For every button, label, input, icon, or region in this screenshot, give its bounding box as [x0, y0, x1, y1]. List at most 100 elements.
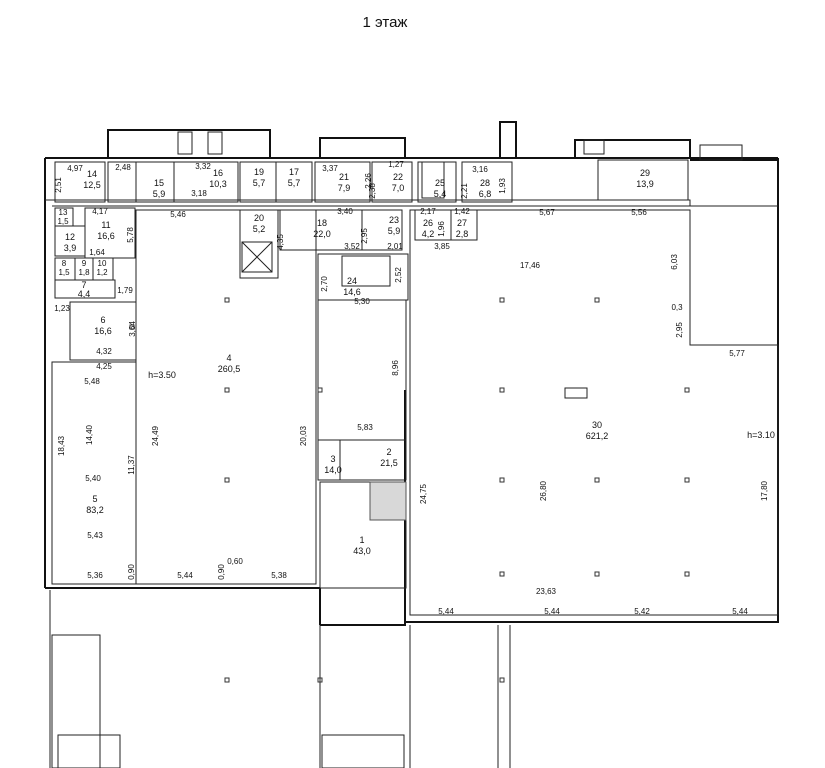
svg-text:6,8: 6,8	[479, 189, 492, 199]
svg-text:19: 19	[254, 167, 264, 177]
room-label-21: 217,9	[338, 172, 351, 193]
dimension-label: 3,40	[337, 207, 353, 216]
dimension-label: 1,93	[498, 178, 507, 194]
room-label-5: 583,2	[86, 494, 104, 515]
dimension-label: 5,67	[539, 208, 555, 217]
svg-text:5: 5	[92, 494, 97, 504]
svg-text:7: 7	[81, 280, 86, 290]
svg-text:621,2: 621,2	[586, 431, 609, 441]
svg-text:260,5: 260,5	[218, 364, 241, 374]
dimension-label: 1,27	[388, 160, 404, 169]
room-label-9: 91,8	[78, 259, 90, 277]
dimension-label: 3,37	[322, 164, 338, 173]
dimension-label: 24,75	[419, 483, 428, 504]
dimension-label: 14,40	[85, 424, 94, 445]
dimension-label: 5,40	[85, 474, 101, 483]
dimension-label: 5,83	[357, 423, 373, 432]
svg-text:26: 26	[423, 218, 433, 228]
svg-text:5,7: 5,7	[253, 178, 266, 188]
outer-walls	[44, 121, 779, 626]
svg-text:25: 25	[435, 178, 445, 188]
dimension-label: 2,38	[368, 183, 377, 199]
dimension-label: 4,97	[67, 164, 83, 173]
svg-text:23: 23	[389, 215, 399, 225]
dimension-label: 6,03	[670, 254, 679, 270]
room-label-8: 81,5	[58, 259, 70, 277]
svg-text:29: 29	[640, 168, 650, 178]
svg-text:2: 2	[386, 447, 391, 457]
svg-text:5,2: 5,2	[253, 224, 266, 234]
svg-text:7,9: 7,9	[338, 183, 351, 193]
room-label-1: 143,0	[353, 535, 371, 556]
dimension-label: 2,26	[364, 173, 373, 189]
svg-text:1,2: 1,2	[96, 268, 108, 277]
dimension-label: 3,16	[472, 165, 488, 174]
svg-text:10,3: 10,3	[209, 179, 227, 189]
dimension-label: 5,77	[729, 349, 745, 358]
svg-text:43,0: 43,0	[353, 546, 371, 556]
svg-text:8: 8	[62, 259, 67, 268]
svg-text:14,6: 14,6	[343, 287, 361, 297]
svg-text:12,5: 12,5	[83, 180, 101, 190]
svg-text:16: 16	[213, 168, 223, 178]
room-label-28: 286,8	[479, 178, 492, 199]
left-rooms	[51, 207, 403, 585]
center-rooms	[317, 161, 478, 589]
dimension-label: 2,70	[320, 276, 329, 292]
svg-text:30: 30	[592, 420, 602, 430]
dimension-label: 5,44	[544, 607, 560, 616]
room-label-27: 272,8	[456, 218, 469, 239]
svg-text:1,5: 1,5	[57, 217, 69, 226]
dimension-label: 5,30	[354, 297, 370, 306]
room-label-17: 175,7	[288, 167, 301, 188]
dimension-label: 24,49	[151, 425, 160, 446]
dimension-label: 8,96	[391, 360, 400, 376]
svg-text:1: 1	[359, 535, 364, 545]
dimension-label: 2,17	[420, 207, 436, 216]
svg-text:15: 15	[154, 178, 164, 188]
svg-text:1,5: 1,5	[58, 268, 70, 277]
svg-text:10: 10	[98, 259, 107, 268]
svg-text:9: 9	[82, 259, 87, 268]
dimension-label: 5,78	[126, 227, 135, 243]
dimension-label: 17,80	[760, 480, 769, 501]
dimension-label: 0,60	[227, 557, 243, 566]
svg-text:5,4: 5,4	[434, 189, 447, 199]
dimension-label: 5,44	[177, 571, 193, 580]
dimension-label: 3,32	[195, 162, 211, 171]
svg-text:5,9: 5,9	[153, 189, 166, 199]
svg-text:16,6: 16,6	[97, 231, 115, 241]
svg-text:5,9: 5,9	[388, 226, 401, 236]
dimension-label: 4,17	[92, 207, 108, 216]
svg-text:11: 11	[101, 220, 110, 230]
room-label-10: 101,2	[96, 259, 108, 277]
dimension-label: 2,95	[360, 228, 369, 244]
svg-text:83,2: 83,2	[86, 505, 104, 515]
dimension-label: 2,01	[387, 242, 403, 251]
dimension-label: 1,64	[89, 248, 105, 257]
dimension-label: 3,18	[191, 189, 207, 198]
svg-text:6: 6	[100, 315, 105, 325]
dimension-label: 4,35	[276, 234, 285, 250]
svg-text:1,8: 1,8	[78, 268, 90, 277]
dimension-label: 0,90	[217, 564, 226, 580]
svg-text:14: 14	[87, 169, 97, 179]
dimension-label: 4,25	[96, 362, 112, 371]
room-label-20: 205,2	[253, 213, 266, 234]
room-label-7: 74,4	[78, 280, 91, 299]
dimension-label: 5,44	[438, 607, 454, 616]
room-label-22: 227,0	[392, 172, 405, 193]
height-labels: h=3.50 h=3.10	[148, 370, 775, 440]
svg-text:21,5: 21,5	[380, 458, 398, 468]
top-rooms	[54, 131, 743, 203]
room-label-12: 123,9	[64, 232, 77, 253]
svg-text:5,7: 5,7	[288, 178, 301, 188]
svg-text:14,0: 14,0	[324, 465, 342, 475]
svg-text:21: 21	[339, 172, 349, 182]
